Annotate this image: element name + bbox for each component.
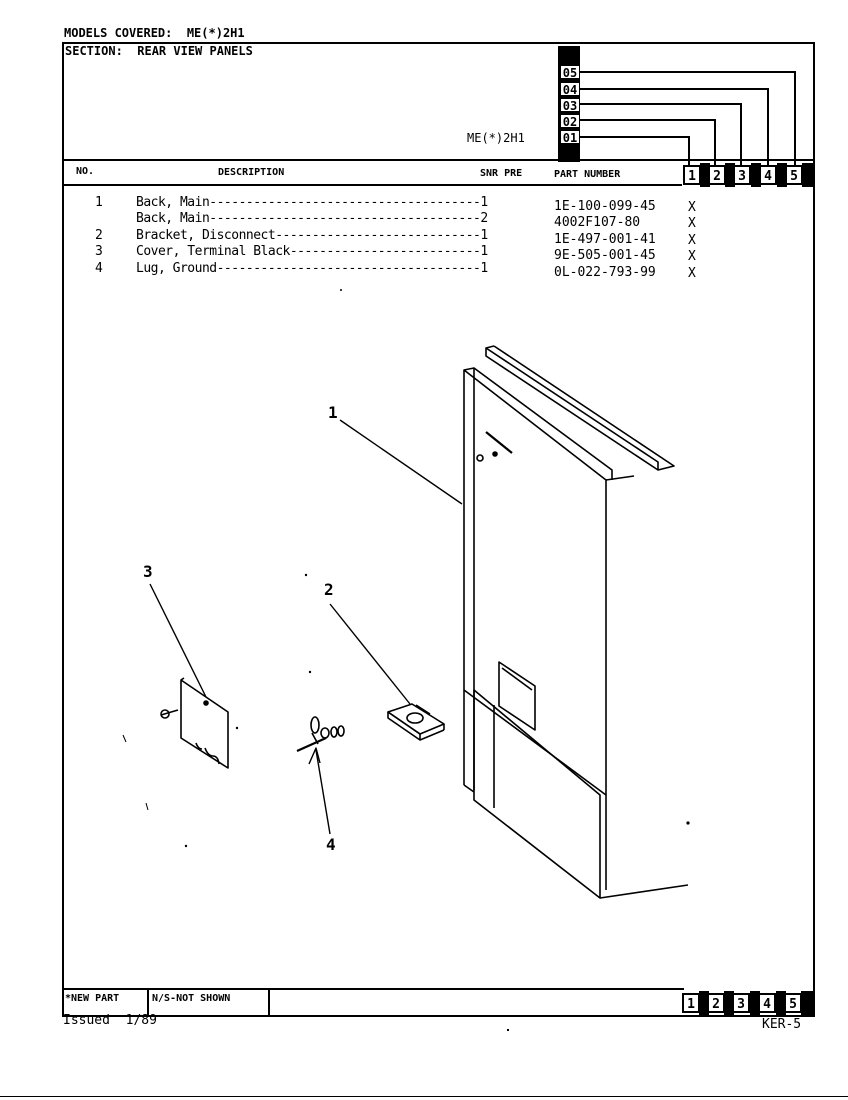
- callout-4: 4: [326, 835, 336, 854]
- back-main-panel: [463, 345, 689, 899]
- footer-divider-c: [750, 991, 760, 1015]
- footer-divider-b: [724, 991, 734, 1015]
- col-divider-a: [700, 163, 710, 187]
- part-row-1-description: Back, Main------------------------------…: [136, 195, 488, 210]
- callout-3: 3: [143, 562, 153, 581]
- footer-divider-a: [699, 991, 709, 1015]
- col-divider-c: [751, 163, 761, 187]
- code-03: 03: [560, 98, 580, 113]
- stray-dot: [507, 1029, 509, 1031]
- part-row-1-no: 1: [95, 195, 103, 210]
- footer-col-number-4: 4: [758, 993, 776, 1013]
- footer-col-number-1: 1: [682, 993, 700, 1013]
- part-row-4-description: Cover, Terminal Black-------------------…: [136, 244, 488, 259]
- legend-not-shown: N/S-NOT SHOWN: [152, 993, 231, 1004]
- cover-terminal-block: [160, 677, 229, 769]
- part-row-5-part-number: 0L-022-793-99: [554, 265, 656, 280]
- footer-col-number-3: 3: [732, 993, 750, 1013]
- part-row-5-description: Lug, Ground-----------------------------…: [136, 261, 488, 276]
- footer-divider-e: [801, 991, 813, 1015]
- col-header-no: NO.: [76, 166, 95, 177]
- page-code: KER-5: [762, 1017, 802, 1032]
- section-title: SECTION: REAR VIEW PANELS: [65, 44, 253, 58]
- footer-col-number-2: 2: [707, 993, 725, 1013]
- footer-divider-2: [268, 988, 270, 1015]
- col-divider-e: [802, 163, 814, 187]
- footer-rule: [62, 988, 684, 990]
- part-row-2-description: Back, Main------------------------------…: [136, 211, 488, 226]
- footer-divider-d: [776, 991, 786, 1015]
- part-row-5-mark: X: [688, 266, 696, 281]
- code-04: 04: [560, 82, 580, 97]
- callout-2: 2: [324, 580, 334, 599]
- part-row-2-mark: X: [688, 216, 696, 231]
- code-02: 02: [560, 114, 580, 129]
- legend-new-part: *NEW PART: [65, 993, 120, 1004]
- bottom-edge: [0, 1096, 848, 1097]
- model-code: ME(*)2H1: [467, 131, 525, 145]
- part-row-4-part-number: 9E-505-001-45: [554, 248, 656, 263]
- header-rule-top: [62, 159, 815, 161]
- part-row-4-mark: X: [688, 249, 696, 264]
- bracket-disconnect: [387, 703, 445, 741]
- part-row-1-part-number: 1E-100-099-45: [554, 199, 656, 214]
- part-row-2-part-number: 4002F107-80: [554, 215, 641, 230]
- col-header-snr-pre: SNR PRE: [480, 168, 523, 179]
- col-divider-b: [725, 163, 735, 187]
- part-row-3-mark: X: [688, 233, 696, 248]
- part-row-3-description: Bracket, Disconnect---------------------…: [136, 228, 488, 243]
- part-row-3-part-number: 1E-497-001-41: [554, 232, 656, 247]
- header-rule-bottom: [62, 184, 682, 186]
- models-covered: MODELS COVERED: ME(*)2H1: [64, 26, 245, 40]
- page-frame: [62, 42, 815, 1017]
- col-header-description: DESCRIPTION: [218, 167, 285, 178]
- part-row-5-no: 4: [95, 261, 103, 276]
- col-header-part-number: PART NUMBER: [554, 169, 621, 180]
- part-row-1-mark: X: [688, 200, 696, 215]
- issued-date: Issued 1/89: [63, 1013, 157, 1028]
- footer-divider-1: [147, 988, 149, 1015]
- part-row-4-no: 3: [95, 244, 103, 259]
- col-divider-d: [777, 163, 787, 187]
- part-row-3-no: 2: [95, 228, 103, 243]
- code-01: 01: [560, 130, 580, 145]
- footer-col-number-5: 5: [784, 993, 802, 1013]
- lug-ground: [296, 716, 345, 753]
- code-05: 05: [560, 65, 580, 80]
- callout-1: 1: [328, 403, 338, 422]
